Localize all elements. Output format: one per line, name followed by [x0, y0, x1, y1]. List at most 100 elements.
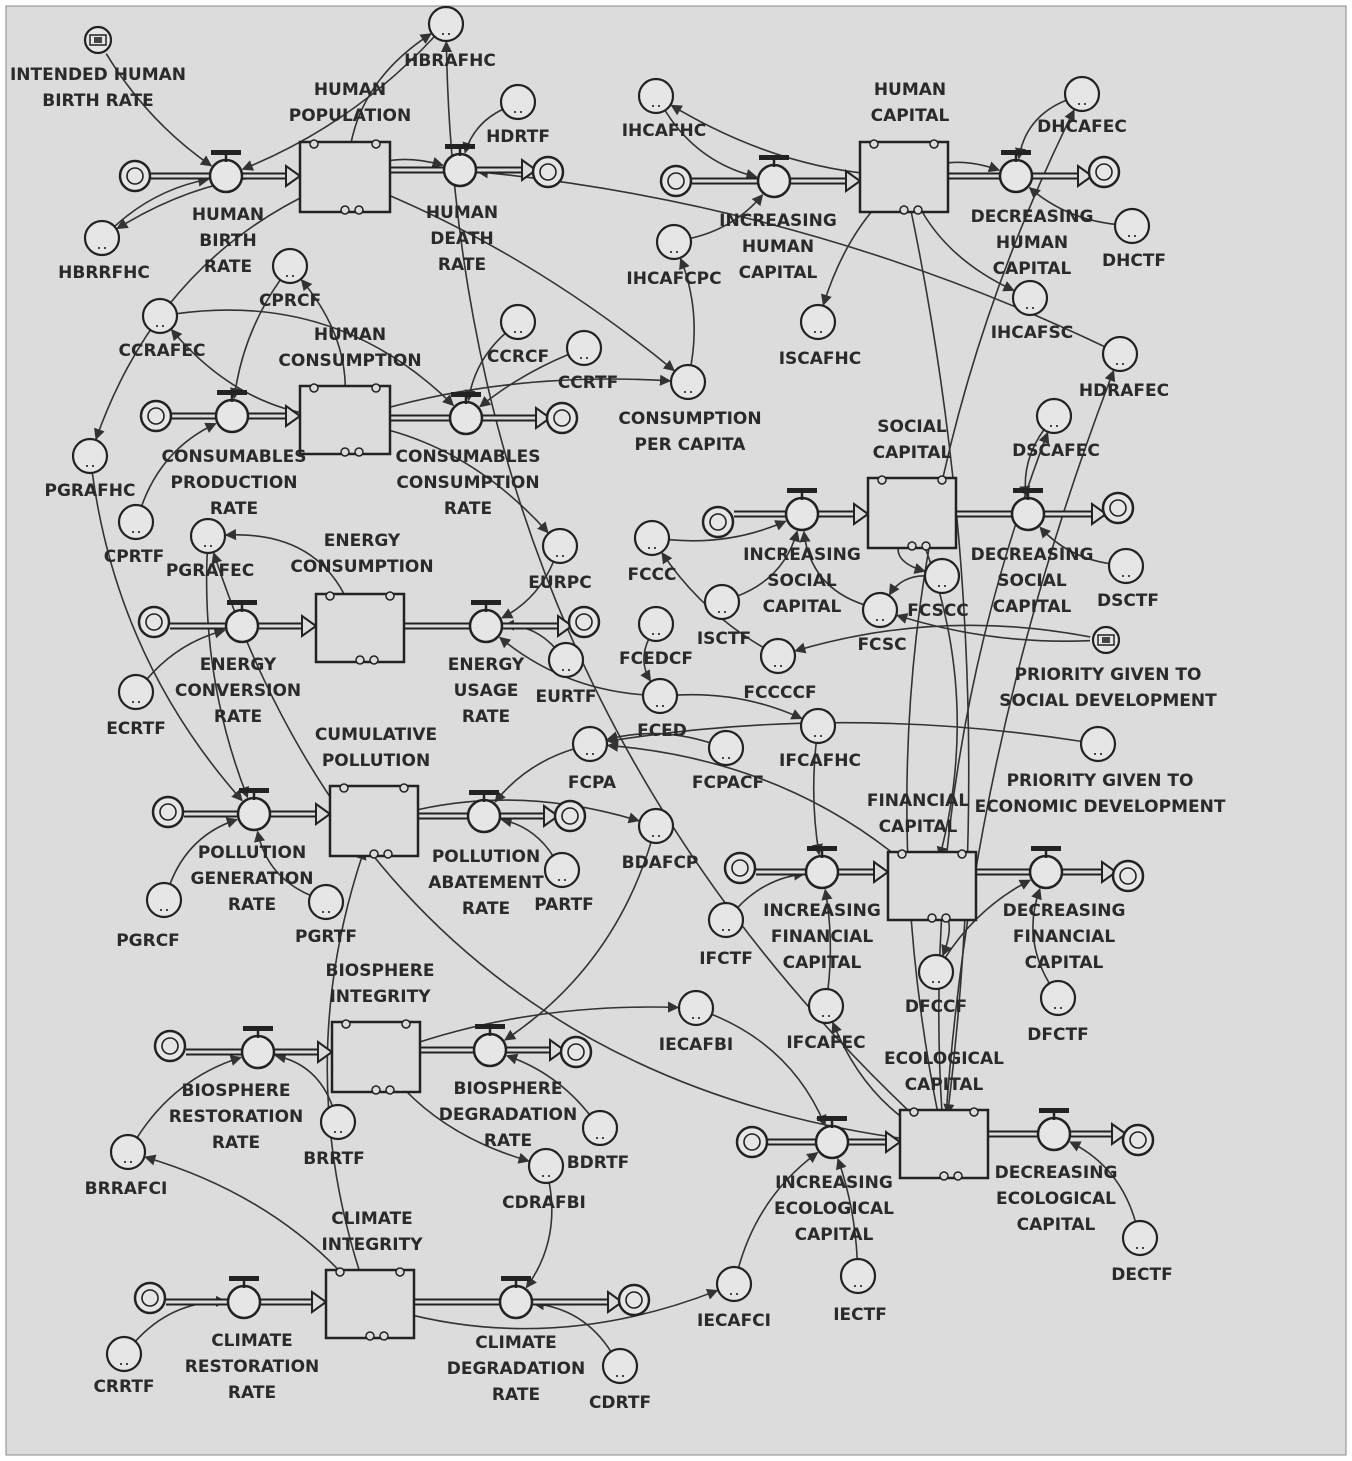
aux-dfccf[interactable]	[917, 953, 955, 991]
aux-fccc[interactable]	[633, 519, 671, 557]
stock-connector-icon	[939, 1171, 949, 1181]
decreasing_financial_capital-pipe-arrowhead	[1101, 860, 1118, 884]
aux-fcccf[interactable]	[759, 637, 797, 675]
aux-cprcf[interactable]	[271, 247, 309, 285]
aux-cdrafbi[interactable]	[527, 1147, 565, 1185]
flow-valve-biosphere-restoration-rate[interactable]	[240, 1026, 276, 1070]
aux-ccrcf[interactable]	[499, 303, 537, 341]
aux-iecafbi[interactable]	[677, 989, 715, 1027]
aux-priority-economic[interactable]	[1079, 725, 1117, 763]
aux-ihcafsc[interactable]	[1011, 279, 1049, 317]
stock-climate-integrity[interactable]	[324, 1268, 416, 1340]
aux-fcpa[interactable]	[571, 725, 609, 763]
aux-brrafci[interactable]	[109, 1133, 147, 1171]
causal-link-ecrtf-to-energy_conversion_rate	[145, 627, 226, 681]
aux-consumption-per-capita[interactable]	[669, 363, 707, 401]
flow-valve-decreasing-human-capital[interactable]	[998, 150, 1034, 194]
aux-ifctf[interactable]	[707, 901, 745, 939]
aux-iectf[interactable]	[839, 1257, 877, 1295]
aux-bdafcp[interactable]	[637, 807, 675, 845]
flow-valve-biosphere-degradation-rate[interactable]	[472, 1024, 508, 1068]
decreasing_ecological_capital-label-line: ECOLOGICAL	[996, 1189, 1116, 1209]
stock-cumulative-pollution[interactable]	[328, 784, 420, 858]
aux-iecafci[interactable]	[715, 1265, 753, 1303]
stock-human-population[interactable]	[298, 140, 392, 214]
flow-valve-consumables-consumption-rate[interactable]	[448, 392, 484, 436]
flow-valve-decreasing-financial-capital[interactable]	[1028, 846, 1064, 890]
aux-ccrafec[interactable]	[141, 297, 179, 335]
stock-biosphere-integrity[interactable]	[330, 1020, 422, 1094]
flow-valve-increasing-social-capital[interactable]	[784, 488, 820, 532]
aux-dfctf[interactable]	[1039, 979, 1077, 1017]
aux-fcscc[interactable]	[923, 557, 961, 595]
stock-ecological-capital[interactable]	[898, 1108, 990, 1180]
hdrafec-label: HDRAFEC	[1079, 381, 1169, 401]
stock-social-capital[interactable]	[866, 476, 958, 550]
aux-eurtf[interactable]	[547, 641, 585, 679]
aux-iscafhc[interactable]	[799, 303, 837, 341]
financial_capital-label-line: FINANCIAL	[867, 791, 970, 811]
aux-intended-human-birth-rate[interactable]	[83, 25, 113, 55]
aux-pgrafec[interactable]	[189, 517, 227, 555]
aux-eurpc[interactable]	[541, 527, 579, 565]
flow-valve-pollution-generation-rate[interactable]	[236, 788, 272, 832]
aux-dectf[interactable]	[1121, 1219, 1159, 1257]
flow-valve-energy-usage-rate[interactable]	[468, 600, 504, 644]
flow-valve-consumables-production-rate[interactable]	[214, 390, 250, 434]
aux-dsctf[interactable]	[1107, 547, 1145, 585]
aux-hdrtf[interactable]	[499, 83, 537, 121]
decreasing_financial_capital-label-line: CAPITAL	[1025, 953, 1104, 973]
aux-bdrtf[interactable]	[581, 1109, 619, 1147]
stock-human-consumption[interactable]	[298, 384, 392, 456]
flow-valve-increasing-financial-capital[interactable]	[804, 846, 840, 890]
pgrafhc-label-line: PGRAFHC	[45, 481, 136, 501]
aux-fcedcf[interactable]	[637, 605, 675, 643]
aux-isctf[interactable]	[703, 583, 741, 621]
causal-link-ihcafhc-to-increasing_human_capital	[663, 109, 758, 180]
aux-ccrtf[interactable]	[565, 329, 603, 367]
aux-ifcafec[interactable]	[807, 987, 845, 1025]
aux-dhcafec[interactable]	[1063, 75, 1101, 113]
flow-valve-pollution-abatement-rate[interactable]	[466, 790, 502, 834]
flow-valve-human-death-rate[interactable]	[442, 144, 478, 188]
increasing_ecological_capital-label-line: INCREASING	[775, 1173, 893, 1193]
flow-valve-climate-degradation-rate[interactable]	[498, 1276, 534, 1320]
flow-valve-decreasing-ecological-capital[interactable]	[1036, 1108, 1072, 1152]
aux-dhctf[interactable]	[1113, 207, 1151, 245]
stock-energy-consumption[interactable]	[314, 592, 406, 664]
aux-cdrtf[interactable]	[601, 1347, 639, 1385]
flow-valve-human-birth-rate[interactable]	[208, 150, 244, 194]
aux-crrtf[interactable]	[105, 1335, 143, 1373]
aux-fced[interactable]	[641, 677, 679, 715]
aux-partf[interactable]	[543, 851, 581, 889]
aux-hdrafec[interactable]	[1101, 335, 1139, 373]
aux-priority-social[interactable]	[1091, 625, 1121, 655]
aux-pgrtf[interactable]	[307, 883, 345, 921]
aux-fcpacf[interactable]	[707, 729, 745, 767]
stock-financial-capital[interactable]	[886, 850, 978, 922]
aux-dscafec[interactable]	[1035, 397, 1073, 435]
brrafci-label: BRRAFCI	[85, 1179, 168, 1199]
aux-ihcafcpc[interactable]	[655, 223, 693, 261]
aux-pgrafhc[interactable]	[71, 437, 109, 475]
aux-brrtf[interactable]	[319, 1103, 357, 1141]
biosphere_integrity-label-line: INTEGRITY	[329, 987, 431, 1007]
decreasing_human_capital-label-line: DECREASING	[971, 207, 1094, 227]
aux-ifcafhc[interactable]	[799, 707, 837, 745]
aux-pgrcf[interactable]	[145, 881, 183, 919]
consumables_consumption_rate-label-line: CONSUMPTION	[396, 473, 539, 493]
flow-valve-increasing-ecological-capital[interactable]	[814, 1116, 850, 1160]
aux-cprtf[interactable]	[117, 503, 155, 541]
aux-hbrrfhc[interactable]	[83, 219, 121, 257]
flow-valve-increasing-human-capital[interactable]	[756, 155, 792, 199]
stock-human-capital[interactable]	[858, 140, 950, 214]
flow-valve-energy-conversion-rate[interactable]	[224, 600, 260, 644]
aux-ihcafhc[interactable]	[637, 77, 675, 115]
aux-fcsc[interactable]	[861, 591, 899, 629]
ifcafec-label: IFCAFEC	[786, 1033, 865, 1053]
flow-valve-climate-restoration-rate[interactable]	[226, 1276, 262, 1320]
aux-ecrtf[interactable]	[117, 673, 155, 711]
flow-valve-decreasing-social-capital[interactable]	[1010, 488, 1046, 532]
aux-hbrafhc[interactable]	[427, 5, 465, 43]
